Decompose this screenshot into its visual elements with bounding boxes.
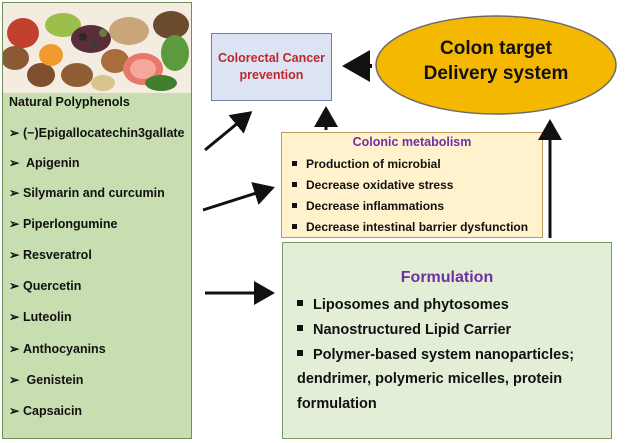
- polyphenol-item: ➢Resveratrol: [9, 248, 92, 262]
- colorectal-cancer-box: Colorectal Cancer prevention: [211, 33, 332, 101]
- arrow-polyphenols-to-metabolism: [202, 182, 275, 212]
- polyphenol-item: ➢(−)Epigallocatechin3gallate: [9, 126, 185, 140]
- arrow-bullet-icon: ➢: [9, 279, 20, 293]
- metabolism-item: Decrease inflammations: [292, 199, 444, 213]
- formulation-item-continuation: formulation: [297, 396, 377, 412]
- colonic-metabolism-title: Colonic metabolism: [352, 135, 472, 149]
- arrow-bullet-icon: ➢: [9, 186, 20, 200]
- arrow-bullet-icon: ➢: [9, 217, 20, 231]
- square-bullet-icon: [297, 300, 303, 307]
- colon-target-ellipse: [375, 15, 617, 115]
- arrow-bullet-icon: ➢: [9, 342, 20, 356]
- metabolism-item: Decrease oxidative stress: [292, 178, 453, 192]
- arrow-bullet-icon: ➢: [9, 310, 20, 324]
- polyphenol-item: ➢Anthocyanins: [9, 342, 106, 356]
- square-bullet-icon: [292, 182, 297, 188]
- square-bullet-icon: [297, 350, 303, 357]
- colorectal-cancer-label: Colorectal Cancer prevention: [218, 51, 325, 82]
- formulation-box: Formulation Liposomes and phytosomes Nan…: [282, 242, 612, 439]
- formulation-title: Formulation: [400, 269, 494, 286]
- polyphenol-item: ➢Piperlongumine: [9, 217, 118, 231]
- formulation-item-continuation: dendrimer, polymeric micelles, protein: [297, 371, 563, 387]
- formulation-item: Nanostructured Lipid Carrier: [297, 320, 603, 341]
- polyphenols-title: Natural Polyphenols: [9, 95, 130, 109]
- formulation-item: Liposomes and phytosomes: [297, 295, 603, 316]
- food-photo: [3, 3, 191, 93]
- arrow-bullet-icon: ➢: [9, 373, 20, 387]
- polyphenol-item: ➢Capsaicin: [9, 404, 83, 418]
- metabolism-item: Decrease intestinal barrier dysfunction: [292, 220, 528, 234]
- square-bullet-icon: [292, 161, 297, 167]
- polyphenols-panel: Natural Polyphenols ➢(−)Epigallocatechin…: [2, 2, 192, 439]
- formulation-item: Polymer-based system nanoparticles;: [297, 345, 603, 366]
- arrow-polyphenols-to-cancer: [204, 111, 253, 152]
- square-bullet-icon: [292, 203, 297, 209]
- square-bullet-icon: [297, 325, 303, 332]
- polyphenol-item: ➢Quercetin: [9, 279, 82, 293]
- square-bullet-icon: [292, 224, 297, 230]
- polyphenol-item: ➢ Genistein: [9, 373, 84, 387]
- colon-target-label: Colon target Delivery system: [423, 38, 569, 85]
- colonic-metabolism-box: Colonic metabolism Production of microbi…: [281, 132, 543, 238]
- arrow-bullet-icon: ➢: [9, 126, 20, 140]
- arrow-bullet-icon: ➢: [9, 248, 20, 262]
- metabolism-item: Production of microbial: [292, 157, 441, 171]
- polyphenol-item: ➢Luteolin: [9, 310, 72, 324]
- polyphenol-item: ➢Silymarin and curcumin: [9, 186, 165, 200]
- polyphenol-item: ➢ Apigenin: [9, 156, 80, 170]
- arrow-bullet-icon: ➢: [9, 156, 20, 170]
- arrow-bullet-icon: ➢: [9, 404, 20, 418]
